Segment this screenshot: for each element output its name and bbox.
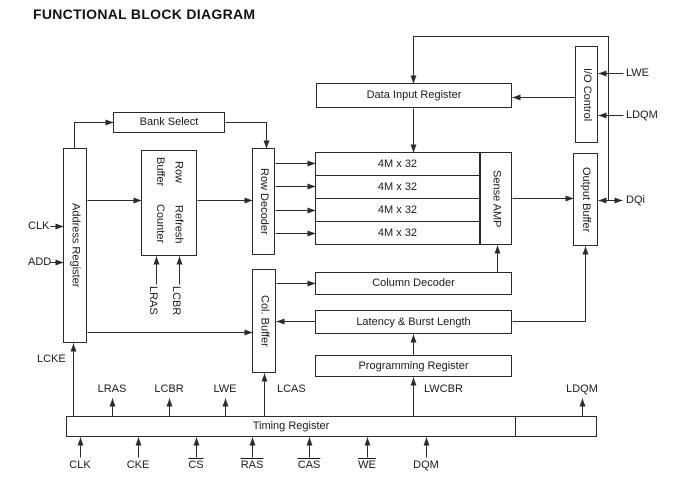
wire-addr-to-bankselect [74,119,114,149]
ldqm-timing-label: LDQM [566,383,598,395]
memory-bank-array: 4M x 32 4M x 32 4M x 32 4M x 32 [315,152,480,245]
memory-bank-2: 4M x 32 [316,175,479,198]
lcke-label: LCKE [37,353,66,365]
address-register-label: Address Register [69,203,82,288]
we-pin-label: WE [358,459,376,471]
memory-bank-4: 4M x 32 [316,221,479,244]
bank-select-label: Bank Select [139,116,199,129]
programming-register-label: Programming Register [358,359,469,372]
clk-input-label: CLK [28,220,50,232]
output-buffer-block: Output Buffer [573,153,598,246]
wire-latency-to-outbuf [512,246,589,322]
row-decoder-block: Row Decoder [252,148,275,255]
sense-amp-label: Sense AMP [490,169,503,228]
add-input-label: ADD [28,256,52,268]
column-decoder-block: Column Decoder [315,272,512,295]
output-buffer-label: Output Buffer [579,166,592,233]
programming-register-block: Programming Register [315,355,512,377]
lwcbr-timing-label: LWCBR [424,383,463,395]
ldqm-io-label: LDQM [626,109,658,121]
refresh-counter-label: Refresh Counter [154,204,185,244]
lwe-timing-label: LWE [213,383,237,395]
cs-pin-label: CS [188,459,204,471]
memory-bank-3: 4M x 32 [316,198,479,221]
dqi-label: DQi [626,194,645,206]
ras-pin-label: RAS [240,459,264,471]
lcbr-timing-label: LCBR [154,383,184,395]
row-buffer-refresh-counter-block: Row Buffer Refresh Counter [141,150,197,256]
cas-pin-label: CAS [297,459,321,471]
latency-burst-length-block: Latency & Burst Length [315,310,512,334]
io-control-block: I/O Control [575,46,598,143]
memory-bank-1: 4M x 32 [377,157,418,170]
sense-amp-block: Sense AMP [480,152,512,245]
wire-dq-rail [410,36,609,201]
lras-refresh-label: LRAS [147,286,159,315]
bank-select-block: Bank Select [113,112,225,133]
lwe-io-label: LWE [626,67,650,79]
lras-timing-label: LRAS [97,383,127,395]
clk-pin-label: CLK [69,459,91,471]
timing-register-divider [515,417,516,436]
page-title: FUNCTIONAL BLOCK DIAGRAM [33,6,256,22]
row-buffer-label: Row Buffer [154,157,185,187]
data-input-register-label: Data Input Register [366,89,462,102]
timing-register-block: Timing Register [66,416,597,437]
lcas-timing-label: LCAS [277,383,306,395]
timing-register-label: Timing Register [252,420,330,433]
data-input-register-block: Data Input Register [316,83,512,108]
latency-burst-length-label: Latency & Burst Length [356,315,471,328]
dqm-pin-label: DQM [413,459,439,471]
io-control-label: I/O Control [580,67,593,122]
row-decoder-label: Row Decoder [257,168,270,235]
wire-bankselect-to-rowdecoder [225,122,270,149]
address-register-block: Address Register [63,148,87,343]
cke-pin-label: CKE [126,459,150,471]
lcbr-refresh-label: LCBR [170,286,182,316]
col-buffer-label: Col. Buffer [258,295,271,347]
col-buffer-block: Col. Buffer [252,269,276,373]
column-decoder-label: Column Decoder [372,277,455,290]
